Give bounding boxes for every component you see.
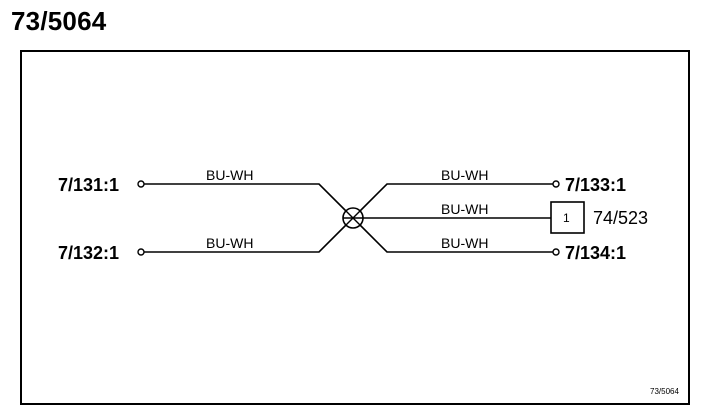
wire-label-left-lower: BU-WH: [206, 235, 253, 251]
wire-label-right-upper: BU-WH: [441, 167, 488, 183]
connector-74-523-box: [550, 201, 585, 234]
wire-right-lower: [352, 217, 553, 253]
wire-right-upper: [352, 183, 553, 219]
wire-left-upper: [144, 183, 354, 219]
terminal-label-7-131: 7/131:1: [58, 175, 119, 195]
wire-label-left-upper: BU-WH: [206, 167, 253, 183]
terminal-7-131-icon: [137, 180, 145, 188]
wire-left-lower: [144, 217, 354, 253]
connector-pin-label: 1: [563, 211, 570, 225]
diagram-frame: [20, 50, 690, 405]
terminal-7-132-icon: [137, 248, 145, 256]
connector-label-74-523: 74/523: [593, 208, 648, 228]
terminal-label-7-133: 7/133:1: [565, 175, 626, 195]
terminal-7-134-icon: [552, 248, 560, 256]
terminal-7-133-icon: [552, 180, 560, 188]
terminal-label-7-132: 7/132:1: [58, 243, 119, 263]
terminal-label-7-134: 7/134:1: [565, 243, 626, 263]
wire-label-right-lower: BU-WH: [441, 235, 488, 251]
page-title: 73/5064: [11, 6, 107, 36]
splice-icon: [342, 207, 364, 229]
footer-reference: 73/5064: [650, 387, 679, 396]
wire-label-right-middle: BU-WH: [441, 201, 488, 217]
